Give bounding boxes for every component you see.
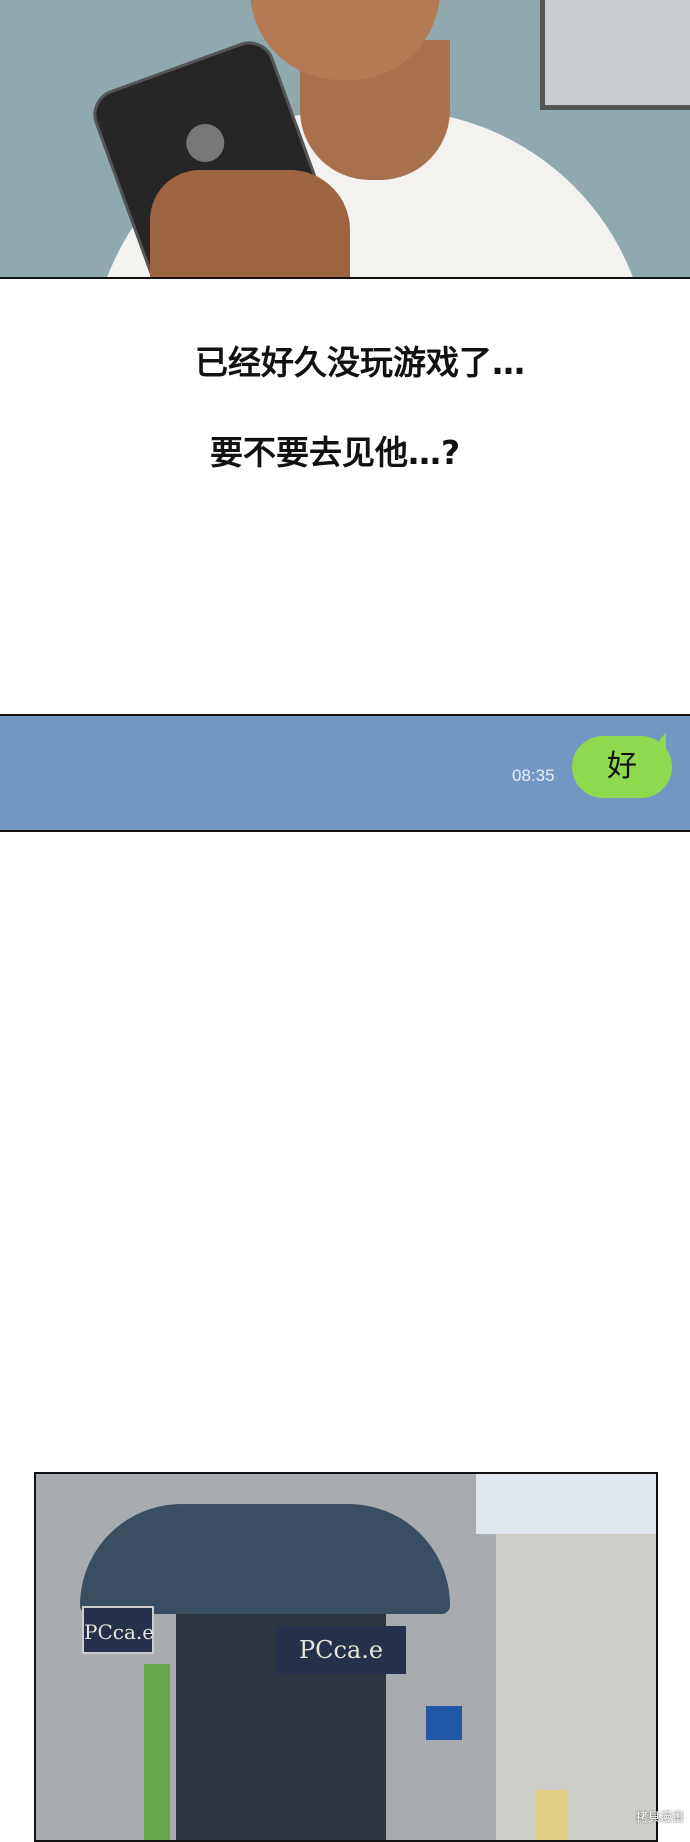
character-hand — [150, 170, 350, 277]
comic-panel-pc-cafe: PCca.e PCca.e — [34, 1472, 658, 1842]
blue-sign — [426, 1706, 462, 1740]
sky — [476, 1474, 656, 1534]
pc-cafe-sign-small: PCca.e — [82, 1606, 154, 1654]
entrance-awning — [80, 1504, 450, 1614]
watermark: 拷貝漫畫 — [635, 1810, 684, 1824]
background-window — [540, 0, 690, 110]
yellow-box — [536, 1790, 568, 1840]
message-bubble: 好 — [572, 736, 672, 798]
building — [496, 1474, 656, 1840]
chat-panel: 08:35 好 — [0, 714, 690, 832]
narration-line-1: 已经好久没玩游戏了… — [195, 343, 525, 382]
pc-cafe-sign-large: PCca.e — [276, 1626, 406, 1674]
camera-icon — [180, 118, 230, 168]
green-pillar — [144, 1664, 170, 1840]
narration-line-2: 要不要去见他…? — [210, 433, 461, 472]
comic-panel-phone — [0, 0, 690, 279]
message-time: 08:35 — [512, 766, 555, 785]
